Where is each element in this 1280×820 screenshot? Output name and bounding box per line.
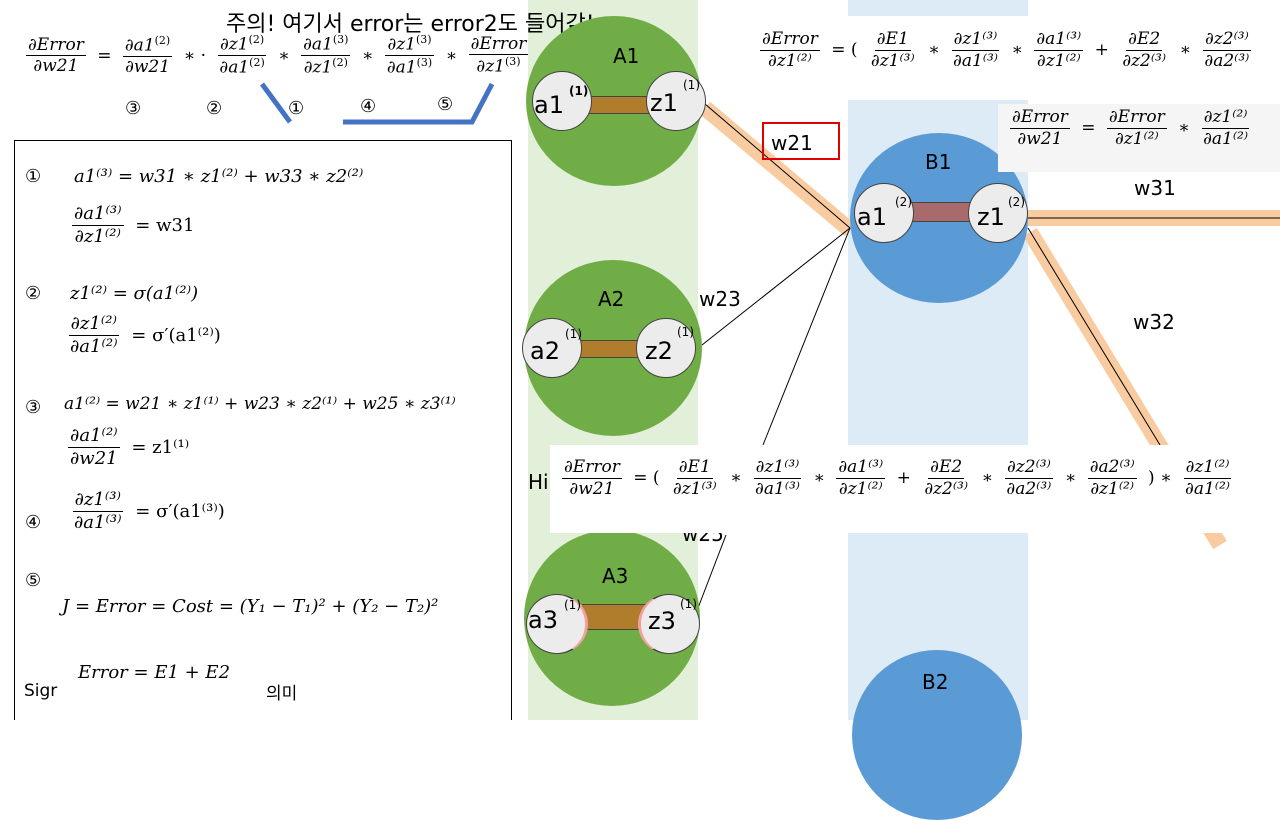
chain-factor-4: ∂z1(3)∂a1(3) — [385, 33, 434, 78]
weight-w25-label: w25 — [682, 522, 724, 546]
node-a2-a-label: a2 — [530, 337, 560, 365]
node-a1-output-circle — [646, 71, 706, 131]
derivation-box — [14, 140, 512, 720]
node-a1-bar — [586, 96, 656, 114]
error-w21-panel — [998, 104, 1280, 172]
node-a2-z-sup: (1) — [677, 325, 694, 339]
weight-w31-label: w31 — [1134, 176, 1176, 200]
node-b1-label: B1 — [925, 150, 952, 174]
node-a2-z-label: z2 — [645, 337, 673, 365]
underline-mark-1 — [259, 82, 293, 124]
marker-5: ⑤ — [437, 94, 454, 115]
weight-w32-label: w32 — [1133, 310, 1175, 334]
hi-text: Hi — [528, 470, 549, 494]
w21-highlight-box — [762, 122, 840, 160]
node-a3-label: A3 — [602, 564, 629, 588]
node-a1-a-sup: (1) — [569, 84, 589, 98]
node-a3-output-circle — [638, 594, 700, 654]
item-3-derivative: ∂a1⁽²⁾∂w21 = z1⁽¹⁾ — [68, 425, 190, 469]
weight-w23-label: w23 — [699, 287, 741, 311]
node-a1-z-sup: (1) — [683, 78, 700, 92]
chain-rule-equation: ∂Error∂w21 = ∂a1(2)∂w21 ∗ · ∂z1(2)∂a1(2)… — [26, 33, 529, 78]
marker-3: ③ — [125, 98, 142, 119]
error-z1-equation: ∂Error∂z1⁽²⁾ = ( ∂E1∂z1⁽³⁾ ∗ ∂z1⁽³⁾∂a1⁽³… — [760, 30, 1251, 71]
line-w21 — [704, 103, 851, 229]
node-a2-label: A2 — [598, 287, 625, 311]
node-a3-a-label: a3 — [528, 606, 558, 634]
item-1-derivative: ∂a1⁽³⁾∂z1⁽²⁾ = w31 — [72, 203, 195, 247]
line-w23 — [701, 227, 851, 346]
line-w32 — [1027, 227, 1161, 446]
line-w25 — [762, 227, 851, 446]
item-4-marker: ④ — [25, 512, 42, 533]
item-3-marker: ③ — [25, 397, 42, 418]
chain-factor-2: ∂z1(2)∂a1(2) — [218, 33, 267, 78]
node-b1-z-label: z1 — [977, 203, 1005, 231]
node-b1-bar — [904, 202, 978, 222]
error-sum-equation: Error = E1 + E2 — [70, 660, 239, 685]
item-5-marker: ⑤ — [25, 570, 42, 591]
node-a3-input-circle — [526, 594, 588, 654]
node-a1-z-label: z1 — [650, 89, 678, 117]
node-a3-bar — [582, 604, 646, 630]
node-b1-a-sup: (2) — [895, 195, 912, 209]
marker-1: ① — [288, 98, 305, 119]
line-w25-lower — [697, 534, 727, 609]
node-a2-output-circle — [636, 318, 696, 378]
node-a3-a-sup: (1) — [564, 598, 581, 612]
node-a2-bar — [580, 340, 650, 358]
footer-text-left: Sigr — [24, 681, 58, 701]
item-2-marker: ② — [25, 283, 42, 304]
chain-factor-1: ∂a1(2)∂w21 — [122, 33, 173, 78]
node-b1-input-circle — [854, 183, 914, 243]
path-w21-highlight — [699, 101, 856, 237]
chain-factor-5: ∂Error∂z1(3) — [468, 33, 529, 78]
weight-w21-label: w21 — [771, 131, 813, 155]
footer-text-right: 의미 — [266, 684, 298, 704]
chain-factor-3: ∂a1(3)∂z1(2) — [301, 33, 351, 78]
node-b1-a-label: a1 — [857, 203, 887, 231]
warning-note: 주의! 여기서 error는 error2도 들어감! — [226, 12, 595, 37]
node-b1-output-circle — [968, 183, 1028, 243]
chain-lhs: ∂Error∂w21 — [26, 34, 86, 77]
item-1-marker: ① — [25, 166, 42, 187]
node-b2-label: B2 — [922, 670, 949, 694]
node-a2-a-sup: (1) — [565, 327, 582, 341]
node-a2-input-circle — [522, 318, 582, 378]
node-a3-z-label: z3 — [648, 607, 676, 635]
cost-equation: J = Error = Cost = (Y₁ − T₁)² + (Y₂ − T₂… — [62, 596, 439, 617]
item-4-derivative: ∂z1⁽³⁾∂a1⁽³⁾ = σ′(a1⁽³⁾) — [72, 489, 225, 533]
bottom-equation-panel — [550, 445, 1280, 533]
node-b1-z-sup: (2) — [1008, 195, 1025, 209]
node-a1-a-label: a1 — [534, 91, 564, 119]
item-3-equation: a1⁽²⁾ = w21 ∗ z1⁽¹⁾ + w23 ∗ z2⁽¹⁾ + w25 … — [64, 394, 456, 414]
layer2-background-top — [848, 0, 1028, 16]
item-1-equation: a1⁽³⁾ = w31 ∗ z1⁽²⁾ + w33 ∗ z2⁽²⁾ — [74, 166, 364, 187]
node-a3-z-sup: (1) — [680, 597, 697, 611]
marker-4: ④ — [360, 96, 377, 117]
item-2-equation: z1⁽²⁾ = σ(a1⁽²⁾) — [70, 283, 199, 304]
underline-mark-2 — [343, 82, 495, 125]
node-a1-label: A1 — [613, 44, 640, 68]
item-2-derivative: ∂z1⁽²⁾∂a1⁽²⁾ = σ′(a1⁽²⁾) — [68, 313, 221, 357]
full-error-w21-equation: ∂Error∂w21 = ( ∂E1∂z1⁽³⁾ ∗ ∂z1⁽³⁾∂a1⁽³⁾ … — [562, 458, 1232, 499]
marker-2: ② — [206, 98, 223, 119]
error-w21-equation: ∂Error∂w21 = ∂Error∂z1⁽²⁾ ∗ ∂z1⁽²⁾∂a1⁽²⁾ — [1010, 108, 1250, 149]
node-a1-input-circle — [532, 71, 592, 131]
